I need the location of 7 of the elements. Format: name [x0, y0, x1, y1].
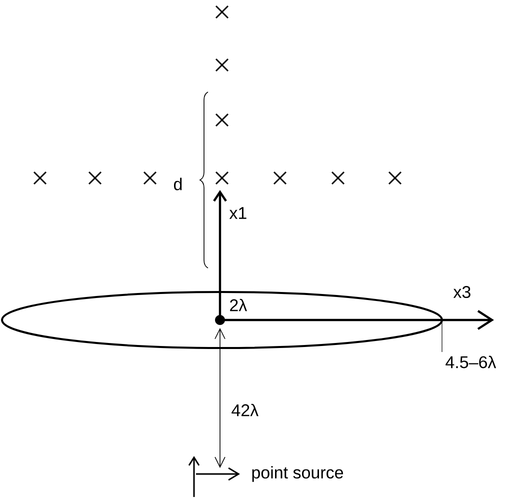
label: point source: [252, 466, 344, 482]
label: x3: [453, 286, 470, 298]
label: 4.5–6λ: [446, 356, 496, 368]
label: x1: [229, 207, 246, 219]
label: 2λ: [230, 298, 247, 312]
label: d: [174, 178, 182, 190]
label: 42λ: [232, 404, 258, 416]
